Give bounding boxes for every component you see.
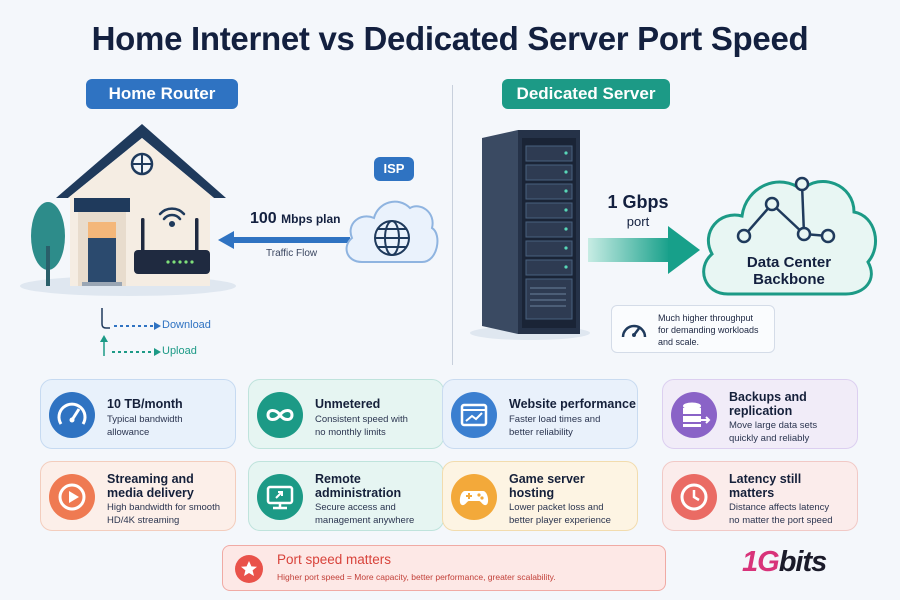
database-icon: [671, 392, 717, 438]
monitor-icon: [257, 474, 303, 520]
throughput-note: Much higher throughput for demanding wor…: [611, 305, 775, 353]
plan-speed-suffix: Mbps plan: [281, 212, 341, 226]
card-title: Website performance: [509, 397, 636, 411]
brand-logo: 1Gbits: [742, 546, 827, 578]
server-rack-illustration: [470, 130, 590, 340]
upload-label: Upload: [162, 345, 197, 357]
gamepad-icon: [451, 474, 497, 520]
browser-chart-icon: [451, 392, 497, 438]
page-title: Home Internet vs Dedicated Server Port S…: [91, 20, 809, 57]
backbone-cloud: [702, 176, 877, 296]
network-nodes-icon: [736, 176, 836, 244]
port-speed-banner: Port speed matters Higher port speed = M…: [222, 545, 666, 591]
house-illustration: [20, 124, 236, 296]
backbone-label-line2: Backbone: [753, 271, 825, 288]
gauge-icon: [621, 324, 647, 338]
throughput-line3: and scale.: [658, 337, 700, 347]
banner-subtitle: Higher port speed = More capacity, bette…: [277, 572, 556, 582]
card-website-performance: Website performance Faster load times an…: [442, 379, 638, 449]
clock-icon: [671, 474, 717, 520]
card-title: Unmetered: [315, 397, 381, 411]
globe-icon: [374, 220, 410, 256]
divider: [452, 85, 453, 365]
throughput-line1: Much higher throughput: [658, 313, 754, 323]
tree-icon: [31, 202, 65, 286]
backbone-label: Data Center Backbone: [724, 254, 854, 288]
banner-title: Port speed matters: [277, 552, 392, 567]
home-router-badge: Home Router: [86, 79, 238, 109]
throughput-text: Much higher throughput for demanding wor…: [658, 312, 759, 348]
port-speed-value: 1 Gbps: [607, 192, 669, 212]
speedometer-icon: [49, 392, 95, 438]
backbone-label-line1: Data Center: [746, 254, 832, 271]
plan-speed-label: 100 Mbps plan: [250, 210, 341, 228]
throughput-line2: for demanding workloads: [658, 325, 759, 335]
isp-badge: ISP: [374, 157, 414, 181]
play-icon: [49, 474, 95, 520]
port-label: port: [626, 214, 650, 229]
traffic-flow-label: Traffic Flow: [266, 248, 318, 259]
wifi-icon: [158, 207, 186, 228]
star-icon: [235, 555, 263, 583]
download-label: Download: [162, 319, 211, 331]
infinity-icon: [257, 392, 303, 438]
dedicated-server-badge: Dedicated Server: [502, 79, 670, 109]
isp-cloud: [345, 200, 439, 263]
card-title: 10 TB/month: [107, 397, 183, 411]
port-arrow: [588, 226, 700, 274]
traffic-arrow: [218, 231, 350, 249]
flow-legend: [100, 308, 161, 356]
router-icon: [134, 218, 210, 274]
plan-speed-value: 100: [250, 210, 277, 227]
